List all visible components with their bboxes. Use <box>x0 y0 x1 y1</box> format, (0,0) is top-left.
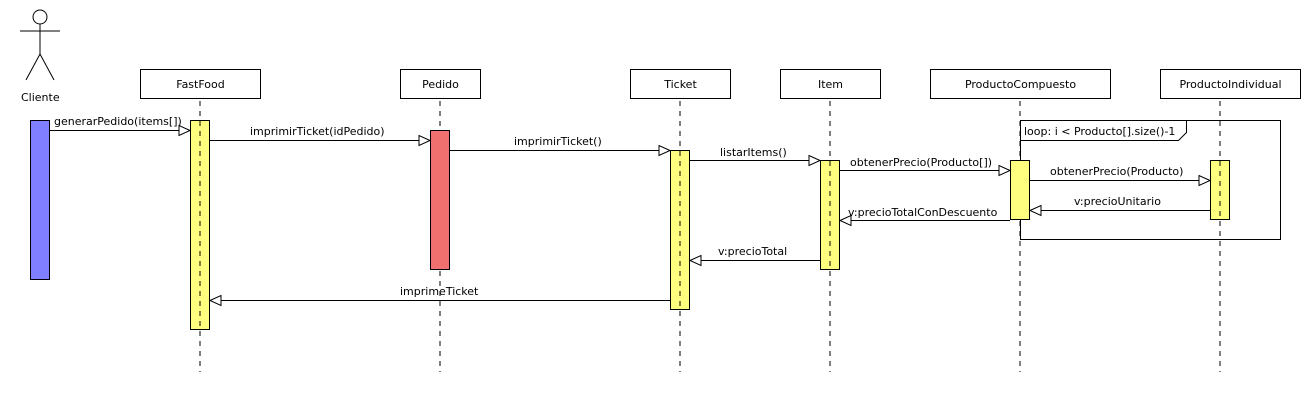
message-label-listar-items: listarItems() <box>720 146 787 159</box>
activation-bars <box>30 120 1230 330</box>
arrow-imprime-ticket <box>208 294 670 307</box>
lifeline-head-label: ProductoCompuesto <box>964 77 1077 91</box>
lifeline-head-ticket: Ticket <box>630 69 731 99</box>
arrow-obtener-precio-arr <box>840 164 1012 177</box>
loop-label: loop: i < Producto[].size()-1 <box>1024 125 1176 138</box>
activation-productoindividual <box>1210 160 1230 220</box>
lifelines <box>199 101 1221 372</box>
activation-pedido <box>430 130 450 270</box>
arrow-precio-total-descuento <box>838 214 1010 227</box>
arrow-imprimir-ticket-id <box>210 134 432 147</box>
arrow-generar-pedido <box>50 124 192 137</box>
arrow-precio-unitario <box>1028 204 1210 217</box>
lifeline-head-label: Ticket <box>664 77 697 91</box>
lifeline-head-label: FastFood <box>176 77 225 91</box>
message-label-obtener-precio-arr: obtenerPrecio(Producto[]) <box>850 156 993 169</box>
arrow-listar-items <box>690 154 822 167</box>
activation-ticket <box>670 150 690 310</box>
lifeline-head-label: Pedido <box>422 77 459 91</box>
lifeline-head-label: ProductoIndividual <box>1179 77 1282 91</box>
message-label-imprimir-ticket-id: imprimirTicket(idPedido) <box>250 125 385 138</box>
arrow-imprimir-ticket <box>450 144 672 157</box>
cliente-stick-figure <box>20 9 60 81</box>
lifeline-head-fastfood: FastFood <box>140 69 261 99</box>
lifeline-head-label: Item <box>817 77 844 91</box>
message-label-precio-total: v:precioTotal <box>718 245 788 258</box>
lifeline-head-productoindividual: ProductoIndividual <box>1160 69 1301 99</box>
activation-center-dashes <box>199 121 1221 329</box>
activation-productocompuesto <box>1010 160 1030 220</box>
message-arrows <box>50 124 1212 307</box>
message-label-precio-total-descuento: v:precioTotalConDescuento <box>848 206 998 219</box>
arrow-precio-total <box>688 254 820 267</box>
message-label-imprimir-ticket: imprimirTicket() <box>514 135 602 148</box>
message-label-generar-pedido: generarPedido(items[]) <box>54 115 182 128</box>
arrow-obtener-precio <box>1030 174 1212 187</box>
lifeline-head-item: Item <box>780 69 881 99</box>
lifeline-head-productocompuesto: ProductoCompuesto <box>930 69 1111 99</box>
activation-cliente <box>30 120 50 280</box>
message-label-imprime-ticket: imprimeTicket <box>400 285 479 298</box>
lifeline-head-pedido: Pedido <box>400 69 481 99</box>
message-label-obtener-precio: obtenerPrecio(Producto) <box>1050 165 1184 178</box>
message-label-precio-unitario: v:precioUnitario <box>1074 195 1161 208</box>
actor-label-cliente: Cliente <box>21 91 60 104</box>
